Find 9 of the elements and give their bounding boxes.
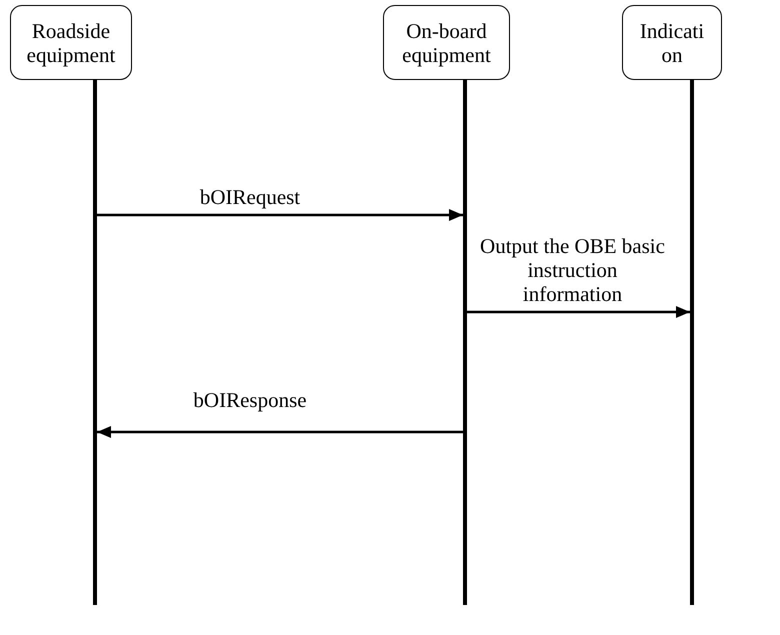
lifeline [93,80,97,605]
participant-box: Roadside equipment [10,5,132,80]
message-arrow [467,306,690,318]
participant-box: Indicati on [622,5,722,80]
lifeline [690,80,694,605]
message-arrow [97,426,463,438]
participant-box: On-board equipment [383,5,510,80]
lifeline [463,80,467,605]
message-arrow [97,209,463,221]
